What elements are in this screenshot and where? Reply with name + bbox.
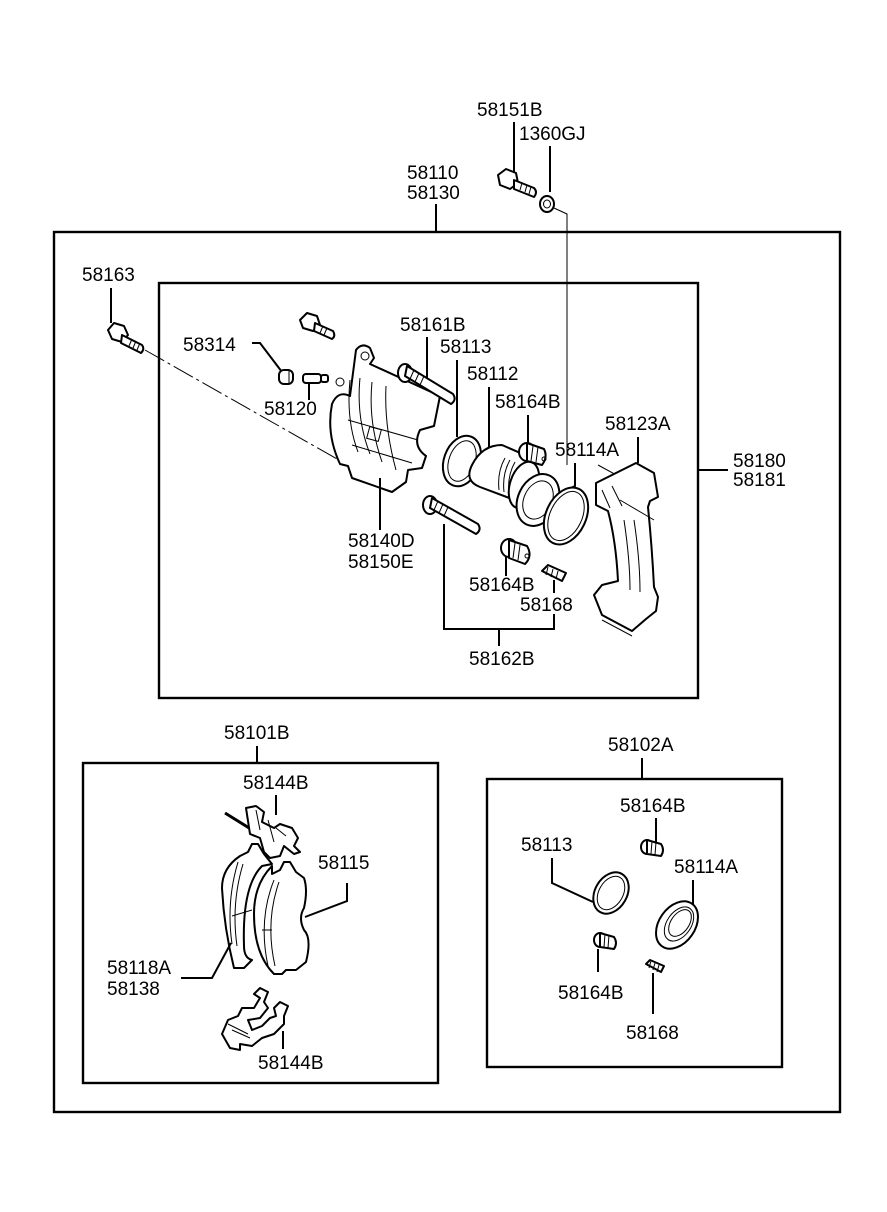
bolt-top-icon — [497, 168, 537, 198]
washer-top-icon — [539, 195, 555, 213]
boot-lower-icon — [500, 538, 531, 565]
label-guide-bolt: 58163 — [82, 265, 135, 286]
leader-bleeder-cap — [252, 342, 283, 373]
label-kit-boot-bottom: 58164B — [558, 983, 624, 1004]
reference-line-washer — [553, 207, 568, 465]
pad-clip-bottom-icon — [221, 987, 289, 1051]
label-guide-pin-kit: 58162B — [469, 649, 535, 670]
label-bushing: 58168 — [520, 595, 573, 616]
guide-bolt-icon — [107, 322, 145, 354]
label-seal-kit: 58102A — [608, 735, 674, 756]
boot-upper-icon — [518, 442, 547, 466]
label-assembly-2: 58130 — [407, 183, 460, 204]
label-piston-boot: 58114A — [555, 440, 619, 461]
caliper-box — [157, 281, 700, 700]
kit-piston-boot-icon — [655, 900, 699, 950]
label-caliper-housing-2: 58150E — [348, 552, 414, 573]
label-washer-top: 1360GJ — [519, 124, 586, 145]
label-guide-pin-upper: 58161B — [400, 315, 466, 336]
seal-kit-box — [485, 777, 784, 1069]
label-assembly-1: 58110 — [407, 163, 458, 184]
kit-bushing-icon — [645, 959, 665, 973]
label-kit-boot-top: 58164B — [620, 796, 686, 817]
leader-kit-seal — [551, 858, 594, 903]
bleeder-cap-icon — [278, 369, 294, 385]
brake-pad-outer-icon — [253, 861, 310, 975]
label-boot-upper: 58164B — [495, 392, 561, 413]
caliper-carrier-icon — [593, 462, 659, 637]
label-pad-inner-2: 58138 — [107, 979, 160, 1000]
kit-boot-bottom-icon — [593, 932, 617, 950]
kit-boot-top-icon — [640, 839, 664, 857]
leader-pad-outer — [304, 883, 348, 918]
leader-pad-inner — [181, 942, 232, 979]
label-kit-seal: 58113 — [521, 835, 572, 856]
bushing-icon — [541, 564, 567, 582]
guide-pin-upper-icon — [397, 363, 456, 405]
pad-kit-box — [81, 761, 440, 1085]
piston-boot-icon — [515, 473, 590, 546]
label-bleeder-cap: 58314 — [183, 335, 236, 356]
label-kit-bushing: 58168 — [626, 1023, 679, 1044]
label-piston-seal: 58113 — [440, 337, 491, 358]
caliper-bolt-icon — [299, 312, 336, 340]
label-caliper-housing-1: 58140D — [348, 531, 415, 552]
label-bolt-top: 58151B — [477, 100, 543, 121]
caliper-housing-icon — [329, 344, 441, 493]
pad-clip-top-icon — [224, 805, 301, 859]
label-bleeder-screw: 58120 — [264, 399, 317, 420]
label-caliper-box-2: 58181 — [733, 470, 786, 491]
kit-seal-icon — [592, 871, 630, 915]
label-caliper-box-1: 58180 — [733, 451, 786, 472]
label-boot-lower: 58164B — [469, 575, 535, 596]
bleeder-screw-icon — [302, 373, 329, 384]
label-pad-inner-1: 58118A — [107, 958, 171, 979]
label-piston: 58112 — [467, 364, 518, 385]
label-clip-bottom: 58144B — [258, 1053, 324, 1074]
label-pad-outer: 58115 — [318, 853, 369, 874]
outer-assembly-box — [52, 230, 842, 1114]
guide-pin-lower-icon — [422, 495, 481, 535]
reference-line-guide-bolt — [144, 349, 361, 473]
label-kit-piston-boot: 58114A — [674, 857, 738, 878]
label-pad-kit: 58101B — [224, 723, 290, 744]
brake-pad-inner-icon — [221, 843, 273, 969]
label-carrier: 58123A — [605, 414, 671, 435]
label-clip-top: 58144B — [243, 773, 309, 794]
